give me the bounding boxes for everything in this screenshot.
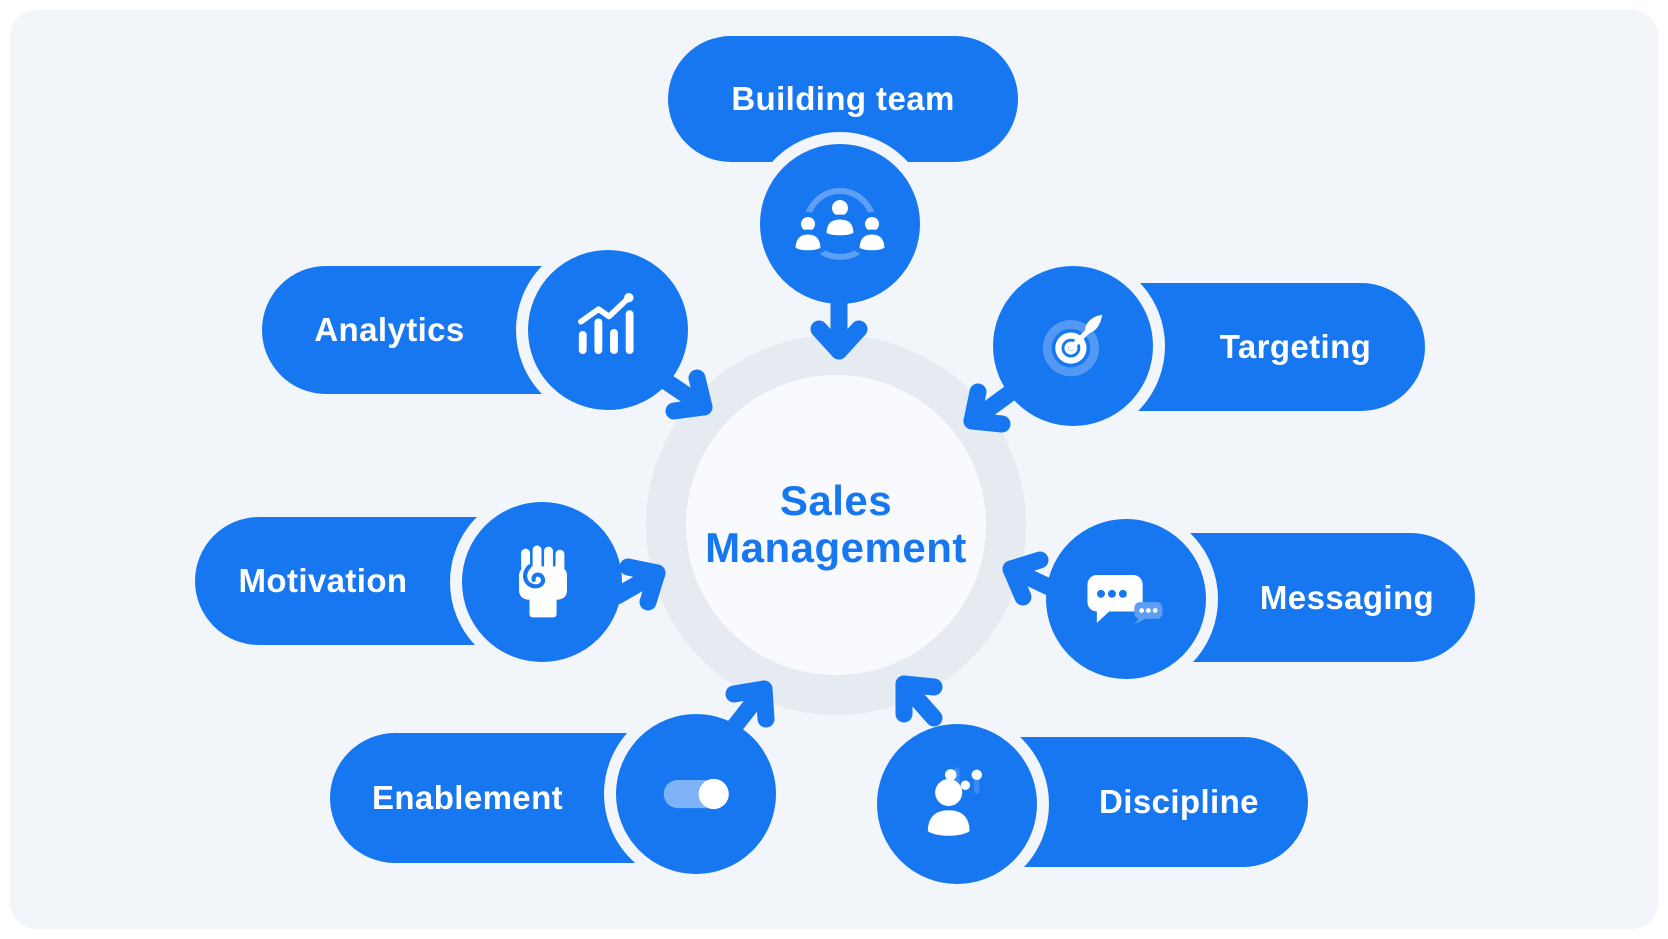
team-icon [790,188,890,260]
target-icon [1042,314,1103,377]
motivation-label: Motivation [238,562,408,599]
building-team-icon-circle [748,132,932,316]
toggle-icon [663,778,729,810]
messaging-icon-circle [1034,507,1218,691]
motivation-icon-circle [450,490,634,674]
fist-icon [519,545,567,618]
messaging-label: Messaging [1259,578,1435,616]
bar-chart-icon [578,293,634,354]
chat-bubbles-icon [1087,575,1163,624]
discipline-icon-circle [865,712,1049,896]
building-team-pill: Building team [668,36,1018,162]
enablement-icon-circle [604,702,788,886]
enablement-label: Enablement [371,779,564,816]
targeting-label: Targeting [1219,328,1372,365]
center-title: Sales Management [616,477,1056,571]
analytics-label: Analytics [314,311,465,348]
discipline-label: Discipline [1099,783,1259,820]
analytics-icon-circle [516,238,700,422]
center-title-line1: Sales [779,477,893,524]
center-title-line2: Management [705,524,967,571]
person-progress-icon [927,767,982,836]
building-team-label: Building team [731,80,955,117]
targeting-icon-circle [981,254,1165,438]
